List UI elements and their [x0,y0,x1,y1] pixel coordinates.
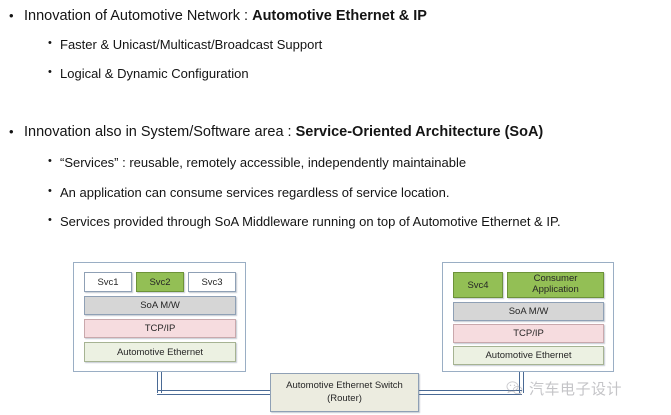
bullet-marker-icon: • [9,8,14,24]
layer-soa-middleware-right[interactable]: SoA M/W [453,302,604,321]
consumer-application-block[interactable]: Consumer Application [507,272,604,298]
bullet-marker-icon: • [48,214,52,226]
bullet-text: Innovation of Automotive Network : [24,8,253,24]
bullet-level2-faster-support: • Faster & Unicast/Multicast/Broadcast S… [0,37,322,53]
connector-switch-to-right [416,390,522,395]
bullet-marker-icon: • [48,37,52,49]
service-block-svc1[interactable]: Svc1 [84,272,132,292]
layer-soa-middleware-left[interactable]: SoA M/W [84,296,236,315]
automotive-ethernet-switch-node[interactable]: Automotive Ethernet Switch (Router) [270,373,419,412]
bullet-level1-automotive-network: • Innovation of Automotive Network : Aut… [0,8,427,25]
service-block-svc3[interactable]: Svc3 [188,272,236,292]
layer-tcpip-left[interactable]: TCP/IP [84,319,236,338]
bullet-text: Innovation also in System/Software area … [24,124,296,140]
connector-left-vertical [157,372,162,393]
bullet-level2-services-definition: • “Services” : reusable, remotely access… [0,155,466,171]
bullet-level1-system-software-soa: • Innovation also in System/Software are… [0,124,543,141]
wechat-icon [506,381,523,396]
bullet-marker-icon: • [48,66,52,78]
bullet-level2-application-consume: • An application can consume services re… [0,185,449,201]
consumer-application-line2: Application [532,284,579,295]
bullet-text: “Services” : reusable, remotely accessib… [60,155,467,170]
layer-tcpip-right[interactable]: TCP/IP [453,324,604,343]
bullet-text-bold: Automotive Ethernet & IP [252,8,427,24]
switch-label-line1: Automotive Ethernet Switch [286,380,403,392]
service-block-svc2[interactable]: Svc2 [136,272,184,292]
layer-automotive-ethernet-right[interactable]: Automotive Ethernet [453,346,604,365]
bullet-level2-soa-middleware: • Services provided through SoA Middlewa… [0,214,561,230]
bullet-level2-logical-dynamic-config: • Logical & Dynamic Configuration [0,66,249,82]
watermark: 汽车电子设计 [505,378,622,399]
bullet-text: Logical & Dynamic Configuration [60,66,249,81]
watermark-text: 汽车电子设计 [529,380,623,398]
bullet-text: Faster & Unicast/Multicast/Broadcast Sup… [60,37,323,52]
bullet-text: An application can consume services rega… [60,185,450,200]
ecu-node-left: Svc1 Svc2 Svc3 SoA M/W TCP/IP Automotive… [73,262,246,372]
bullet-text-bold: Service-Oriented Architecture (SoA) [295,124,544,140]
switch-label-line2: (Router) [327,392,362,404]
ecu-node-right: Svc4 Consumer Application SoA M/W TCP/IP… [442,262,614,372]
consumer-application-line1: Consumer [533,273,578,285]
service-block-svc4[interactable]: Svc4 [453,272,503,298]
bullet-marker-icon: • [9,124,14,140]
bullet-marker-icon: • [48,185,52,197]
layer-automotive-ethernet-left[interactable]: Automotive Ethernet [84,342,236,362]
bullet-text: Services provided through SoA Middleware… [60,214,561,229]
connector-left-to-switch [157,390,273,395]
connector-right-vertical [519,372,524,393]
bullet-marker-icon: • [48,155,52,167]
